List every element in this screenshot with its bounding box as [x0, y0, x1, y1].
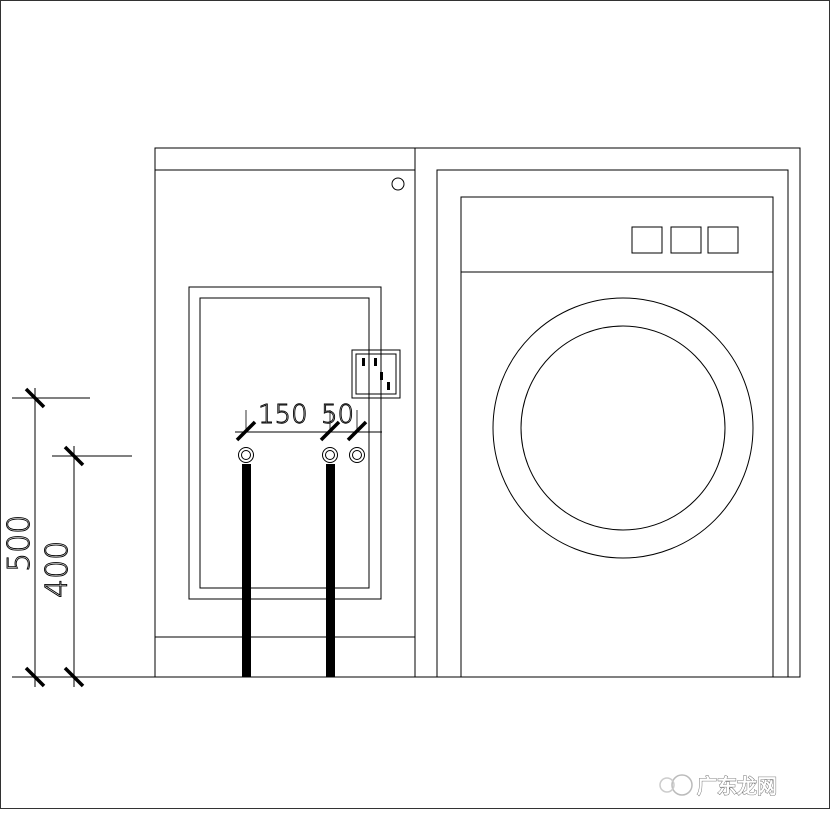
washing-machine — [414, 147, 801, 678]
drain-fitting-outer — [349, 447, 365, 463]
vertical-dimensions: 500 400 — [2, 387, 132, 688]
watermark: 广东龙网 — [659, 774, 777, 798]
socket-outer — [351, 349, 401, 399]
dim-label-50: 50 — [321, 400, 354, 430]
watermark-logo-icon — [671, 774, 693, 796]
washer-door-outer — [492, 297, 754, 559]
washer-body — [436, 169, 789, 678]
cabinet-panel-inner — [199, 297, 370, 589]
dim-tick-400-bottom — [63, 666, 85, 688]
power-socket — [351, 349, 401, 399]
drain-fitting-inner — [352, 450, 362, 460]
dim-tick-500-top — [24, 387, 46, 409]
water-pipe-1 — [242, 464, 251, 677]
pipe-fitting-2-inner — [325, 450, 335, 460]
washer-niche-outline — [414, 147, 801, 678]
socket-pin-ground — [387, 382, 390, 390]
socket-pin-mid — [380, 372, 383, 380]
pipe-fitting-1-inner — [241, 450, 251, 460]
dim-tick-500-bottom — [24, 666, 46, 688]
dim-label-400: 400 — [40, 541, 75, 598]
horizontal-dimension: 150 50 — [235, 400, 382, 442]
pipe-fitting-1-outer — [238, 447, 254, 463]
washer-control-button-2 — [670, 226, 702, 254]
watermark-text: 广东龙网 — [697, 774, 777, 798]
washer-door-glass — [520, 325, 726, 531]
cabinet-panel-outer — [188, 286, 382, 600]
dim-label-150: 150 — [258, 400, 308, 430]
dim-tick-400-top — [63, 445, 85, 467]
washer-control-button-1 — [631, 226, 663, 254]
pipe-fitting-2-outer — [322, 447, 338, 463]
socket-pin-right — [374, 358, 377, 366]
washer-front — [460, 196, 774, 678]
water-pipes — [238, 447, 365, 677]
washer-control-button-3 — [707, 226, 739, 254]
cabinet-knob — [391, 177, 405, 191]
water-pipe-2 — [326, 464, 335, 677]
watermark-logo-ring — [659, 777, 675, 793]
socket-inner — [355, 353, 397, 395]
dim-label-500: 500 — [2, 515, 37, 572]
socket-pin-left — [362, 358, 365, 366]
